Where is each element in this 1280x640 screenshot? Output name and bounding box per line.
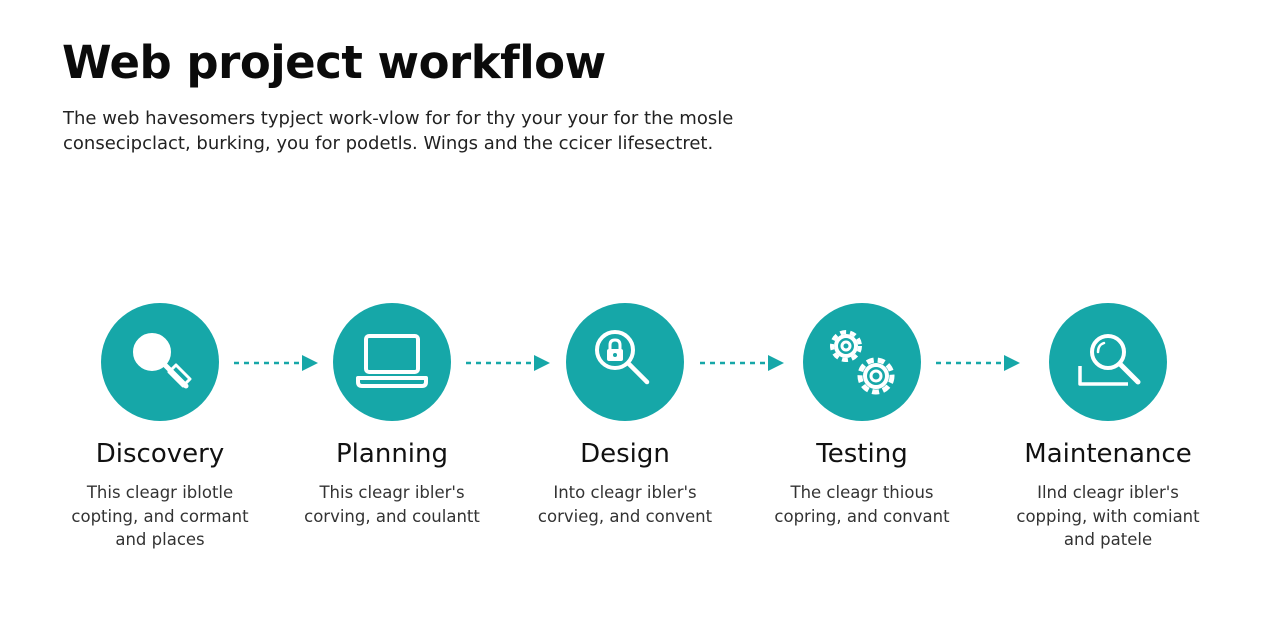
search-document-icon [1078, 334, 1141, 386]
step-design: Design Into cleagr ibler's corvieg, and … [515, 303, 735, 528]
step-description-line: This cleagr ibler's [319, 483, 465, 502]
step-discovery: Discovery This cleagr iblotle copting, a… [50, 303, 270, 552]
laptop-icon [356, 334, 428, 388]
step-description-line: and patele [1063, 530, 1153, 549]
step-icon-circle [1049, 303, 1167, 421]
step-description-line: This cleagr iblotle [86, 483, 234, 502]
magnifier-icon [133, 333, 192, 389]
step-icon-circle [333, 303, 451, 421]
gears-icon [830, 330, 895, 395]
step-description: The cleagr thious copring, and convant [752, 481, 972, 528]
step-description: Into cleagr ibler's corvieg, and convent [515, 481, 735, 528]
step-description-line: copting, and cormant [71, 506, 249, 526]
step-title: Maintenance [1024, 439, 1192, 469]
step-description: This cleagr ibler's corving, and coulant… [282, 481, 502, 528]
lock-search-icon [595, 330, 650, 385]
step-description-line: Into cleagr ibler's [553, 483, 697, 502]
flow-arrow [234, 355, 318, 371]
intro-line: consecipclact, burking, you for podetls.… [63, 133, 714, 154]
flow-arrow [700, 355, 784, 371]
step-title: Planning [336, 439, 448, 469]
step-description-line: The cleagr thious [790, 483, 934, 502]
step-description-line: and places [115, 530, 205, 549]
step-title: Design [580, 439, 670, 469]
step-title: Testing [816, 439, 908, 469]
step-description-line: corving, and coulantt [304, 506, 480, 526]
page-title: Web project workflow [62, 36, 606, 89]
step-description-line: copping, with comiant [1016, 506, 1200, 526]
step-testing: Testing The cleagr thious copring, and c… [752, 303, 972, 528]
step-description-line: corvieg, and convent [537, 506, 713, 526]
intro-text: The web havesomers typject work-vlow for… [63, 106, 763, 156]
step-icon-circle [566, 303, 684, 421]
step-icon-circle [803, 303, 921, 421]
flow-arrow [936, 355, 1020, 371]
step-description-line: copring, and convant [774, 506, 950, 526]
step-description: Ilnd cleagr ibler's copping, with comian… [998, 481, 1218, 552]
step-description-line: Ilnd cleagr ibler's [1037, 483, 1179, 502]
step-icon-circle [101, 303, 219, 421]
step-title: Discovery [95, 439, 225, 469]
flow-arrow [466, 355, 550, 371]
intro-line: The web havesomers typject work-vlow for… [63, 108, 734, 129]
step-planning: Planning This cleagr ibler's corving, an… [282, 303, 502, 528]
step-description: This cleagr iblotle copting, and cormant… [50, 481, 270, 552]
step-maintenance: Maintenance Ilnd cleagr ibler's copping,… [998, 303, 1218, 552]
